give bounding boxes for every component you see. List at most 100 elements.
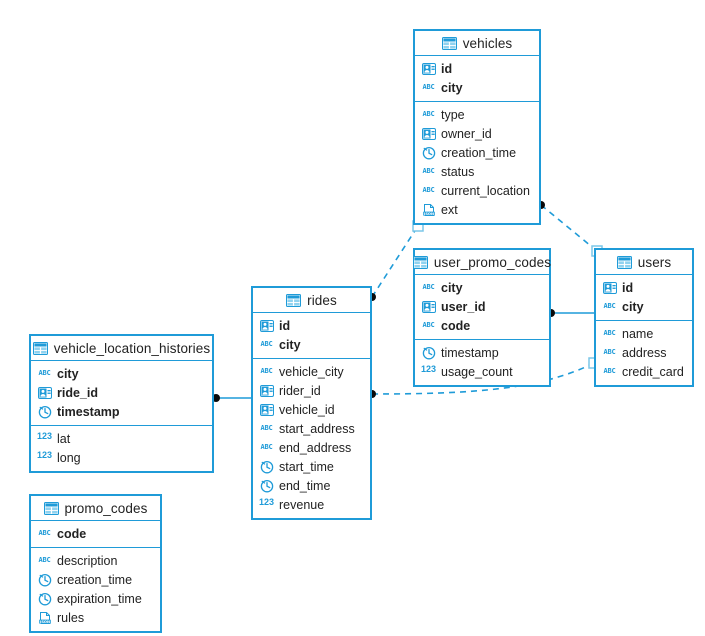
table-field[interactable]: vehicle_id — [253, 400, 370, 419]
relationship-upc-to-users[interactable] — [547, 309, 594, 317]
table-field[interactable]: timestamp — [415, 343, 549, 362]
primary-key-field[interactable]: ride_id — [31, 383, 212, 402]
table-field[interactable]: 123 lat — [31, 429, 212, 448]
table-field[interactable]: end_time — [253, 476, 370, 495]
id-card-icon — [421, 126, 436, 141]
id-card-icon — [602, 280, 617, 295]
abc-icon: ABC — [260, 424, 273, 432]
field-label: revenue — [279, 497, 325, 512]
field-label: vehicle_id — [279, 402, 335, 417]
table-title: user_promo_codes — [433, 254, 552, 270]
primary-key-field[interactable]: user_id — [415, 297, 549, 316]
table-field[interactable]: 123 long — [31, 448, 212, 467]
table-header-users[interactable]: users — [596, 250, 692, 275]
field-label: lat — [57, 431, 71, 446]
table-icon — [616, 255, 632, 270]
table-header-vehicle_location_histories[interactable]: vehicle_location_histories — [31, 336, 212, 361]
table-icon — [32, 341, 48, 356]
table-icon — [286, 293, 302, 308]
field-group: 123 lat 123 long — [31, 426, 212, 471]
abc-icon: ABC — [422, 186, 435, 194]
table-field[interactable]: expiration_time — [31, 589, 160, 608]
number-icon: 123 — [36, 431, 53, 441]
table-field[interactable]: ABC start_address — [253, 419, 370, 438]
clock-icon — [421, 145, 436, 160]
abc-icon: ABC — [422, 283, 435, 291]
table-field[interactable]: owner_id — [415, 124, 539, 143]
primary-key-field[interactable]: id — [596, 278, 692, 297]
table-header-vehicles[interactable]: vehicles — [415, 31, 539, 56]
primary-key-field[interactable]: timestamp — [31, 402, 212, 421]
number-icon: 123 — [258, 497, 275, 507]
table-field[interactable]: JSON rules — [31, 608, 160, 627]
field-label: name — [622, 326, 654, 341]
table-field[interactable]: creation_time — [31, 570, 160, 589]
field-label: rules — [57, 610, 85, 625]
field-label: long — [57, 450, 81, 465]
primary-key-field[interactable]: id — [253, 316, 370, 335]
relationship-line — [371, 362, 595, 395]
field-label: city — [441, 80, 463, 95]
svg-text:JSON: JSON — [39, 620, 50, 624]
field-label: start_time — [279, 459, 334, 474]
relationship-line — [540, 204, 598, 252]
json-icon: JSON — [37, 610, 52, 625]
table-field[interactable]: start_time — [253, 457, 370, 476]
table-header-rides[interactable]: rides — [253, 288, 370, 313]
abc-icon: ABC — [260, 340, 273, 348]
table-title: vehicle_location_histories — [53, 340, 211, 356]
clock-icon — [259, 459, 274, 474]
id-card-icon — [259, 402, 274, 417]
relationship-vlh-to-rides[interactable] — [212, 394, 251, 402]
table-title: rides — [307, 292, 337, 308]
table-icon — [43, 501, 59, 516]
table-title: vehicles — [462, 35, 513, 51]
field-label: timestamp — [441, 345, 499, 360]
id-card-icon — [421, 61, 436, 76]
relationship-line — [371, 225, 419, 298]
table-field[interactable]: 123 revenue — [253, 495, 370, 514]
table-field[interactable]: creation_time — [415, 143, 539, 162]
field-label: type — [441, 107, 465, 122]
field-label: ext — [441, 202, 458, 217]
field-label: start_address — [279, 421, 355, 436]
table-header-user_promo_codes[interactable]: user_promo_codes — [412, 250, 552, 275]
number-icon: 123 — [36, 450, 53, 460]
table-header-promo_codes[interactable]: promo_codes — [31, 496, 160, 521]
primary-key-field[interactable]: id — [415, 59, 539, 78]
field-label: status — [441, 164, 475, 179]
abc-icon: ABC — [38, 556, 51, 564]
table-icon — [412, 255, 428, 270]
clock-icon — [37, 572, 52, 587]
table-field[interactable]: rider_id — [253, 381, 370, 400]
